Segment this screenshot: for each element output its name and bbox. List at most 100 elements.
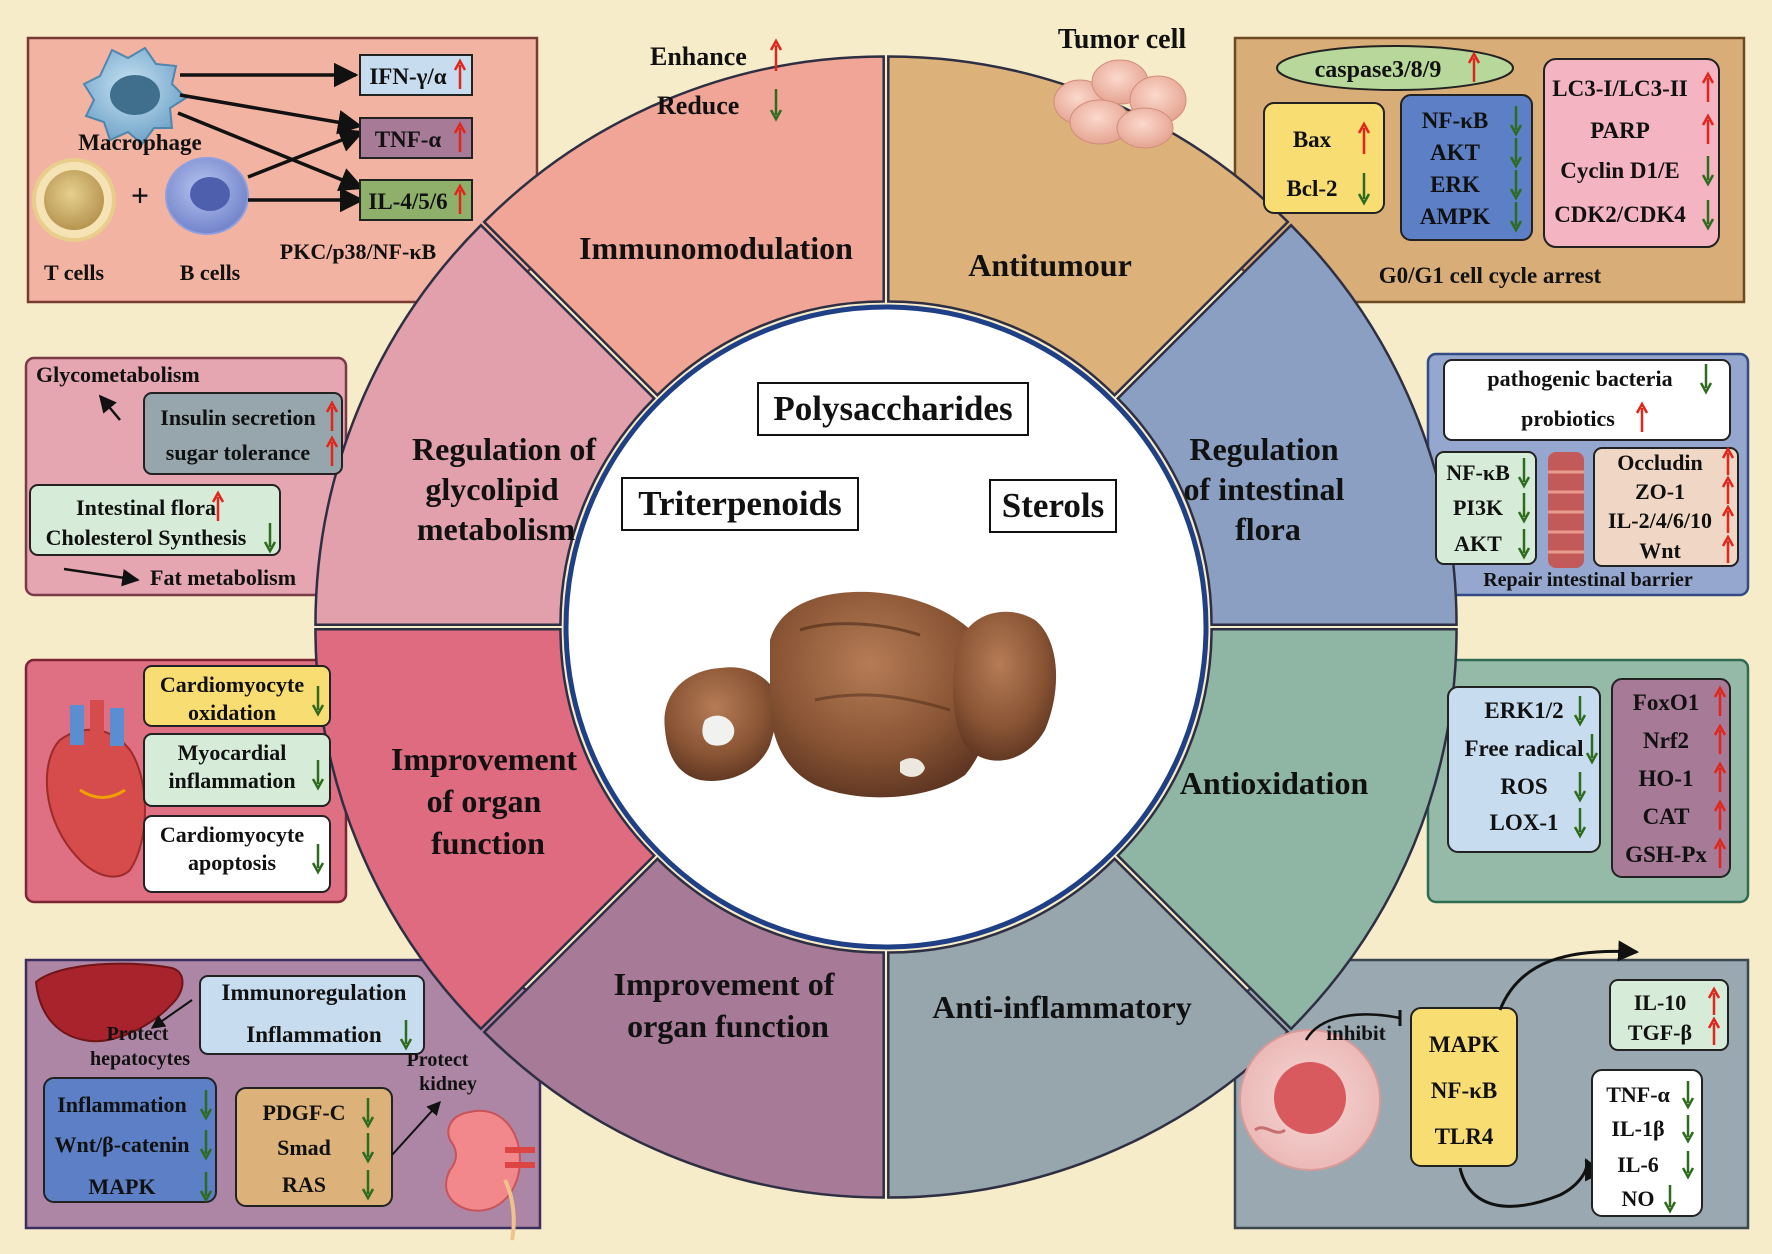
pro-inflam-cytokine-2: IL-6 xyxy=(1617,1152,1659,1177)
b-cells-label: B cells xyxy=(180,260,241,285)
fat-metabolism-label: Fat metabolism xyxy=(150,565,296,590)
immuno-output-label-0: IFN-γ/α xyxy=(369,64,446,89)
bacteria-item-0: pathogenic bacteria xyxy=(1487,366,1672,391)
decrease-arrow-icon xyxy=(1573,808,1587,839)
sector-immunomodulation xyxy=(482,55,885,397)
protect-kidney-label: Protect kidney xyxy=(407,1049,477,1095)
increase-arrow-icon xyxy=(453,183,467,214)
decrease-arrow-icon xyxy=(199,1172,213,1203)
immuno-panel-content: Macrophage + T cells B cells PKC/p38/NF-… xyxy=(32,46,473,285)
tnf-box xyxy=(1591,1069,1703,1217)
antiox-right-item-1: Nrf2 xyxy=(1643,728,1689,753)
sector-intestinal-flora xyxy=(1116,223,1458,626)
occludin-box xyxy=(1593,447,1739,567)
increase-arrow-icon xyxy=(1357,121,1371,154)
signal-item-2: ERK xyxy=(1430,172,1480,197)
increase-arrow-icon xyxy=(1707,1016,1721,1045)
sector-label-organ-function-left: Improvement of organ function xyxy=(391,741,585,861)
il10-box xyxy=(1609,979,1729,1051)
inflam-pathway-item-2: TLR4 xyxy=(1435,1124,1494,1149)
heart-box-line1-1: inflammation xyxy=(168,768,295,793)
decrease-arrow-icon xyxy=(361,1098,375,1129)
insulin-box xyxy=(143,392,343,475)
decrease-arrow-icon xyxy=(1509,138,1523,169)
center-labels: Polysaccharides Triterpenoids Sterols xyxy=(621,382,1117,533)
plus-sign: + xyxy=(131,177,149,213)
glycometabolism-label: Glycometabolism xyxy=(36,362,200,387)
increase-arrow-icon xyxy=(1721,534,1735,563)
decrease-arrow-icon xyxy=(311,760,325,791)
output-box-1 xyxy=(359,117,473,159)
nfkb-pi3k-box xyxy=(1435,451,1537,565)
increase-arrow-icon xyxy=(1713,685,1727,716)
sector-label-anti-inflammatory: Anti-inflammatory xyxy=(932,989,1192,1025)
effect-wheel xyxy=(314,55,1458,1199)
decrease-arrow-icon xyxy=(1681,1151,1695,1180)
increase-arrow-icon xyxy=(453,121,467,152)
increase-arrow-icon xyxy=(325,400,339,431)
cycle-item-2: Cyclin D1/E xyxy=(1560,158,1679,183)
sector-label-antitumour: Antitumour xyxy=(968,247,1132,283)
inflam-pathway-item-0: MAPK xyxy=(1429,1032,1499,1057)
bacteria-item-1: probiotics xyxy=(1521,406,1615,431)
heart-box-2 xyxy=(143,815,331,893)
mapk-box xyxy=(1410,1007,1518,1167)
heart-box-line0-0: Cardiomyocyte xyxy=(160,672,304,697)
pdgf-item-1: Smad xyxy=(277,1135,331,1160)
increase-arrow-icon xyxy=(453,58,467,89)
kidney-signal-item-0: Inflammation xyxy=(57,1092,187,1117)
increase-arrow-icon xyxy=(1713,723,1727,754)
anti-inflam-cytokine-0: IL-10 xyxy=(1634,990,1687,1015)
caspase-arrow-icon xyxy=(1467,51,1481,82)
cycle-item-0: LC3-I/LC3-II xyxy=(1552,76,1688,101)
organ-bottom-panel-content: Protect hepatocytes Protect kidney Immun… xyxy=(34,962,535,1241)
decrease-arrow-icon xyxy=(263,523,277,554)
pdgf-item-2: RAS xyxy=(282,1172,326,1197)
antiox-right-item-3: CAT xyxy=(1643,804,1690,829)
erk-box xyxy=(1447,686,1601,853)
heart-box-line1-2: apoptosis xyxy=(188,850,276,875)
tumor-cell-label: Tumor cell xyxy=(1058,24,1187,55)
pro-inflam-cytokine-1: IL-1β xyxy=(1611,1116,1664,1141)
pro-inflam-cytokine-0: TNF-α xyxy=(1606,1082,1670,1107)
decrease-arrow-icon xyxy=(1517,493,1531,524)
decrease-arrow-icon xyxy=(1681,1115,1695,1144)
cycle-item-3: CDK2/CDK4 xyxy=(1554,202,1686,227)
bax-box xyxy=(1263,102,1385,214)
anti-inflam-cytokine-1: TGF-β xyxy=(1628,1020,1692,1045)
sector-label-intestinal-flora: Regulation of intestinal flora xyxy=(1184,431,1353,547)
increase-arrow-icon xyxy=(325,435,339,466)
decrease-arrow-icon xyxy=(1701,156,1715,187)
increase-arrow-icon xyxy=(1721,475,1735,504)
glyco-flora-item-0: Intestinal flora xyxy=(76,495,216,520)
immunoregulation-box xyxy=(199,975,425,1055)
insulin-item-0: Insulin secretion xyxy=(160,405,315,430)
decrease-arrow-icon xyxy=(1509,106,1523,137)
bax-item-0: Bax xyxy=(1293,127,1332,152)
poria-sclerotium-image xyxy=(664,591,1057,798)
decrease-arrow-icon xyxy=(311,844,325,875)
barrier-item-0: Occludin xyxy=(1617,450,1703,475)
decrease-arrow-icon xyxy=(1357,173,1371,206)
increase-arrow-icon xyxy=(1701,113,1715,144)
heart-box-0 xyxy=(143,665,331,727)
kidney-signal-item-2: MAPK xyxy=(88,1174,155,1199)
sector-label-glycolipid: Regulation of glycolipid metabolism xyxy=(412,431,604,547)
cell-icon xyxy=(1239,1029,1381,1171)
sector-organ-function-left xyxy=(314,628,656,1031)
reduce-arrow-icon xyxy=(769,89,783,122)
flora-signal-item-1: PI3K xyxy=(1453,495,1503,520)
repair-barrier-caption: Repair intestinal barrier xyxy=(1483,569,1693,591)
pdgf-item-0: PDGF-C xyxy=(262,1100,345,1125)
decrease-arrow-icon xyxy=(399,1020,413,1051)
legend: Enhance Reduce xyxy=(650,38,783,122)
increase-arrow-icon xyxy=(1713,837,1727,868)
immuno-output-label-1: TNF-α xyxy=(375,127,442,152)
immunoregulation-item-0: Immunoregulation xyxy=(222,980,407,1005)
increase-arrow-icon xyxy=(1721,504,1735,533)
legend-enhance: Enhance xyxy=(650,42,747,71)
bacteria-box xyxy=(1443,359,1731,441)
pdgf-box xyxy=(235,1087,393,1207)
